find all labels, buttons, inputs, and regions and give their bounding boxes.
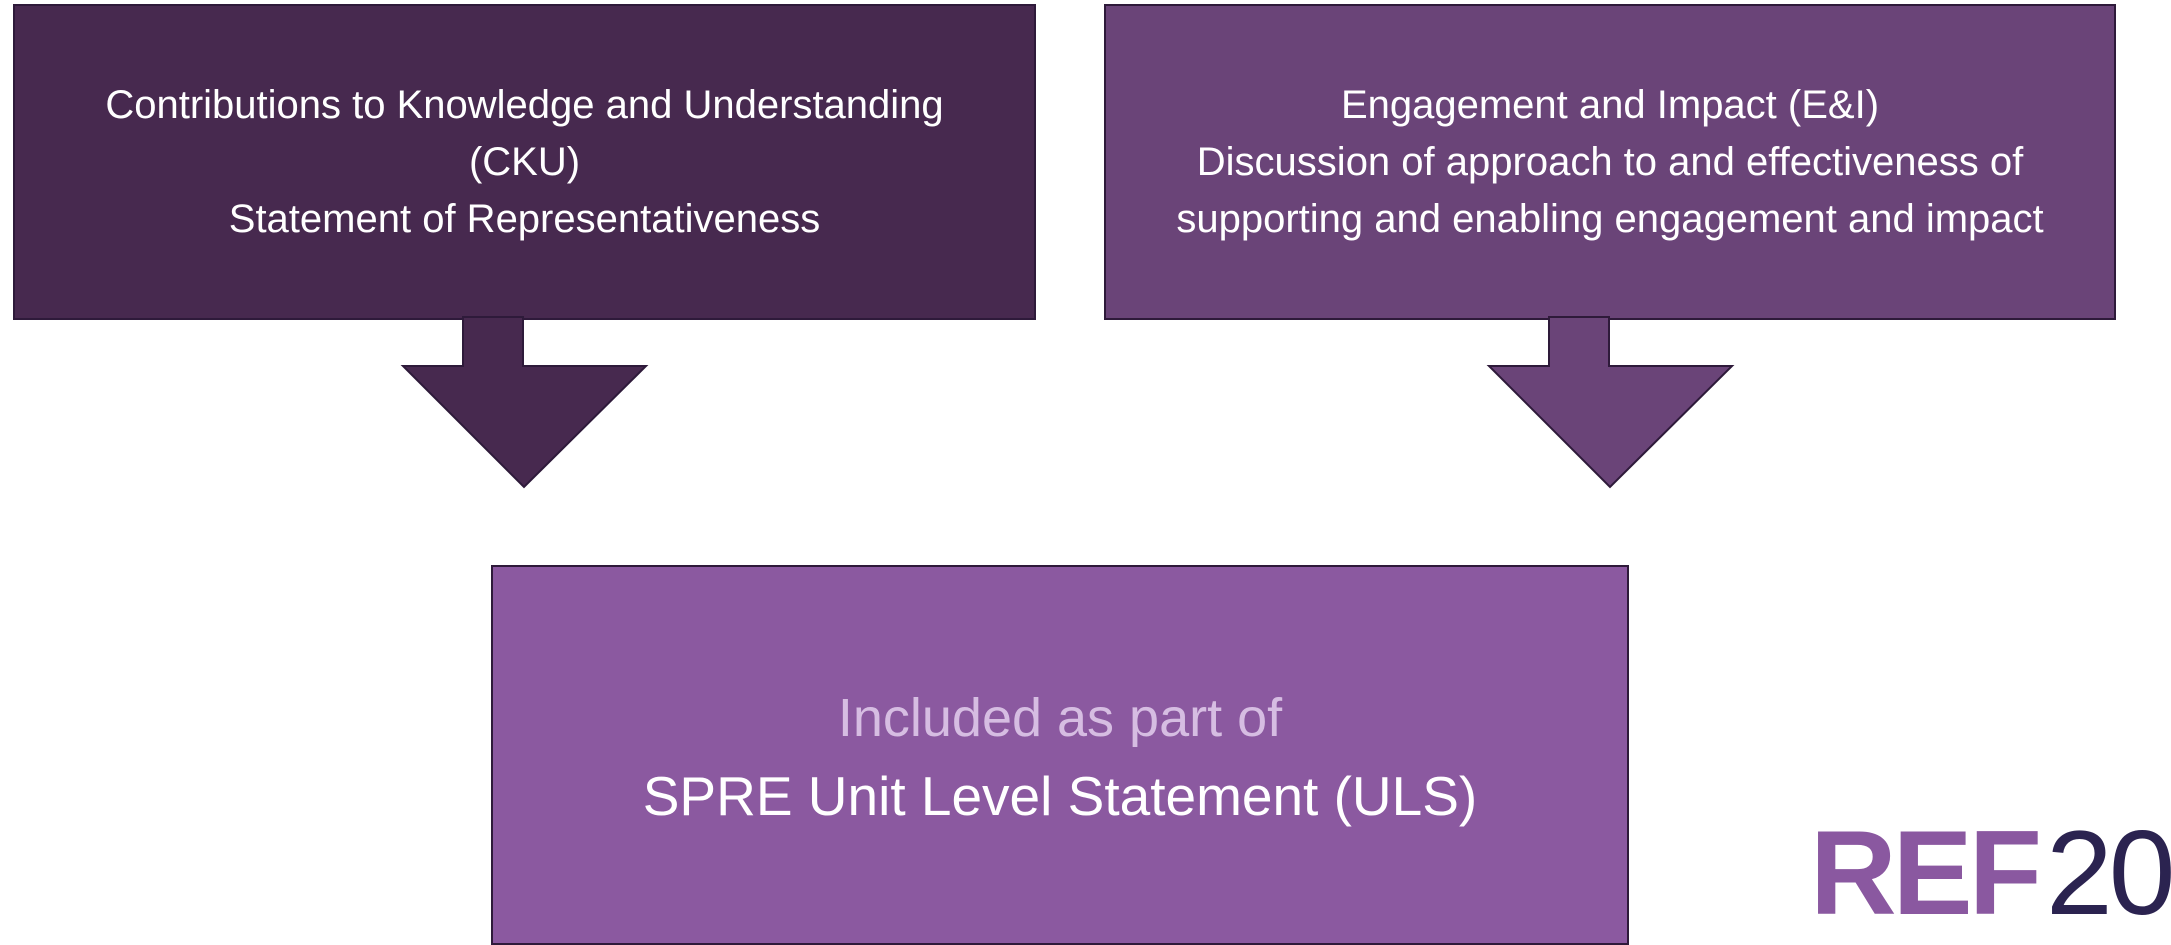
ei-description-line-2: supporting and enabling engagement and i… [1176,196,2044,241]
ref-logo-text: REF [1810,806,2042,940]
cku-title-line-2: (CKU) [468,139,581,184]
ei-down-arrow [1486,316,1735,489]
uls-box: Included as part of SPRE Unit Level Stat… [491,565,1629,945]
cku-subtitle: Statement of Representativeness [228,196,821,241]
uls-title: SPRE Unit Level Statement (ULS) [642,765,1478,827]
ref-logo: REF20 [1810,813,2171,933]
cku-title-line-1: Contributions to Knowledge and Understan… [105,82,944,127]
ref-logo-number: 20 [2046,806,2171,940]
uls-subtitle: Included as part of [837,688,1283,748]
cku-down-arrow [400,316,649,489]
ei-box: Engagement and Impact (E&I) Discussion o… [1104,4,2116,320]
cku-box: Contributions to Knowledge and Understan… [13,4,1036,320]
ei-description-line-1: Discussion of approach to and effectiven… [1196,139,2024,184]
ei-title: Engagement and Impact (E&I) [1340,82,1880,127]
